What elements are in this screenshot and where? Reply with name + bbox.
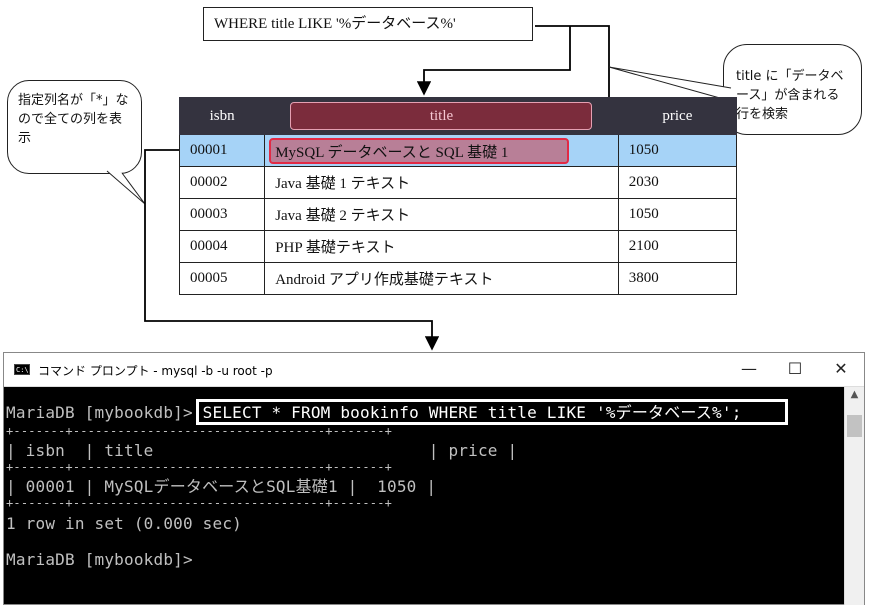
cell-price: 2030 xyxy=(617,166,738,199)
callout-all-columns: 指定列名が「*」なので全ての列を表示 xyxy=(7,80,142,174)
cell-isbn: 00003 xyxy=(178,198,266,231)
window-title: コマンド プロンプト - mysql -b -u root -p xyxy=(38,364,273,378)
bookinfo-table: isbn title price 00001 MySQL データベースと SQL… xyxy=(178,97,738,295)
command-line: MariaDB [mybookdb]> SELECT * FROM bookin… xyxy=(6,403,742,423)
cell-price: 1050 xyxy=(617,134,738,167)
console-icon: C:\ xyxy=(14,364,30,375)
separator-line: +-------+-------------------------------… xyxy=(6,424,393,438)
table-row: 00005 Android アプリ作成基礎テキスト 3800 xyxy=(178,262,738,295)
prompt-text: MariaDB [mybookdb]> xyxy=(6,403,203,422)
cell-isbn: 00002 xyxy=(178,166,266,199)
cell-title: MySQL データベースと SQL 基礎 1 xyxy=(264,134,619,167)
matched-title-highlight: MySQL データベースと SQL 基礎 1 xyxy=(269,137,570,164)
table-row: 00003 Java 基礎 2 テキスト 1050 xyxy=(178,198,738,231)
header-title-highlight: title xyxy=(290,102,593,130)
minimize-button[interactable]: — xyxy=(741,359,757,378)
where-clause-text: WHERE title LIKE '%データベース%' xyxy=(214,16,456,32)
callout-left-tail xyxy=(106,170,146,205)
separator-line: +-------+-------------------------------… xyxy=(6,460,393,474)
table-row: 00002 Java 基礎 1 テキスト 2030 xyxy=(178,166,738,199)
command-prompt-window: C:\ コマンド プロンプト - mysql -b -u root -p — ☐… xyxy=(3,352,865,605)
console-output[interactable]: MariaDB [mybookdb]> SELECT * FROM bookin… xyxy=(4,387,844,605)
scroll-up-arrow-icon[interactable]: ▲ xyxy=(850,389,859,400)
arrow-query-to-title-header xyxy=(416,26,571,96)
table-header-row: isbn title price xyxy=(178,97,738,135)
cell-title: PHP 基礎テキスト xyxy=(264,230,619,263)
sql-command: SELECT * FROM bookinfo WHERE title LIKE … xyxy=(202,403,742,422)
cell-isbn: 00004 xyxy=(178,230,266,263)
result-header-line: | isbn | title | price | xyxy=(6,441,518,460)
header-title: title xyxy=(264,97,619,135)
arrow-table-to-terminal xyxy=(144,149,440,351)
callout-all-columns-text: 指定列名が「*」なので全ての列を表示 xyxy=(18,93,129,146)
maximize-button[interactable]: ☐ xyxy=(787,359,803,378)
command-highlight-box xyxy=(196,399,788,425)
result-row-line: | 00001 | MySQLデータベースとSQL基礎1 | 1050 | xyxy=(6,477,437,496)
scroll-thumb[interactable] xyxy=(847,415,862,437)
cell-title: Android アプリ作成基礎テキスト xyxy=(264,262,619,295)
vertical-scrollbar[interactable]: ▲ xyxy=(844,387,864,605)
cell-isbn: 00005 xyxy=(178,262,266,295)
where-clause-box: WHERE title LIKE '%データベース%' xyxy=(203,7,533,41)
callout-like-search-text: title に「データベース」が含まれる行を検索 xyxy=(736,69,844,122)
header-isbn: isbn xyxy=(178,97,266,135)
close-button[interactable]: ✕ xyxy=(834,359,848,378)
cell-price: 1050 xyxy=(617,198,738,231)
window-titlebar[interactable]: C:\ コマンド プロンプト - mysql -b -u root -p — ☐… xyxy=(4,353,864,387)
cell-price: 3800 xyxy=(617,262,738,295)
row-count-status: 1 row in set (0.000 sec) xyxy=(6,514,242,533)
cell-isbn: 00001 xyxy=(178,134,266,167)
cell-title: Java 基礎 2 テキスト xyxy=(264,198,619,231)
table-row: 00004 PHP 基礎テキスト 2100 xyxy=(178,230,738,263)
cell-title: Java 基礎 1 テキスト xyxy=(264,166,619,199)
cell-price: 2100 xyxy=(617,230,738,263)
table-row: 00001 MySQL データベースと SQL 基礎 1 1050 xyxy=(178,134,738,167)
separator-line: +-------+-------------------------------… xyxy=(6,496,393,510)
final-prompt: MariaDB [mybookdb]> xyxy=(6,550,193,569)
callout-like-search: title に「データベース」が含まれる行を検索 xyxy=(723,44,862,135)
callout-right-tail xyxy=(608,66,732,101)
header-price: price xyxy=(617,97,738,135)
